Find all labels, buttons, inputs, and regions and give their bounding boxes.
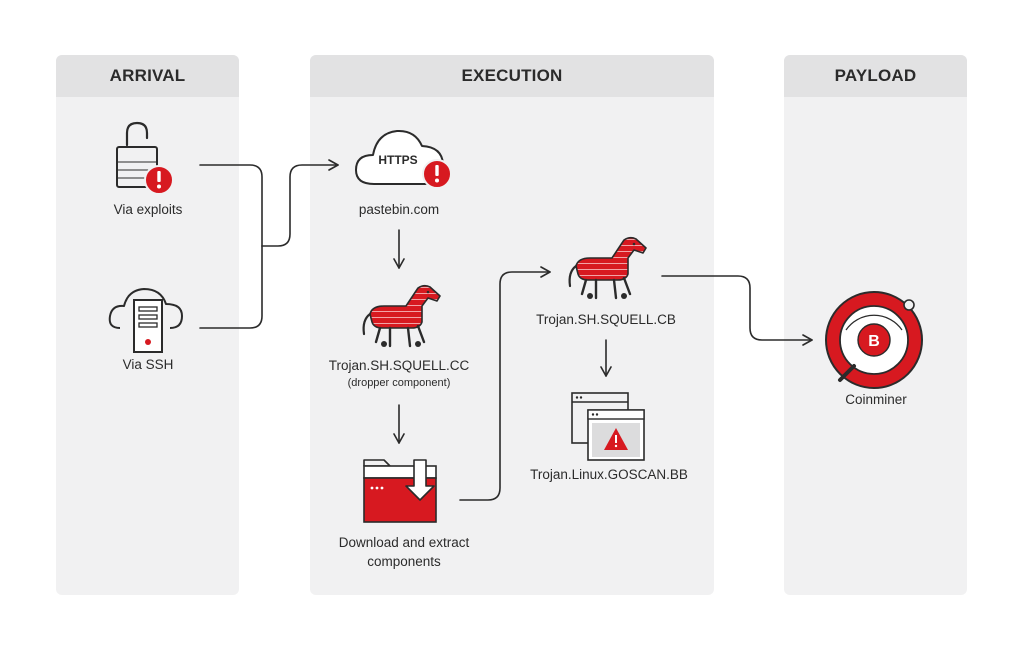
- bitcoin-symbol: B: [868, 333, 880, 350]
- connector-ssh-to-merge: [199, 245, 263, 329]
- https-badge-text: HTTPS: [378, 153, 417, 167]
- label-squell-cb: Trojan.SH.SQUELL.CB: [536, 312, 676, 327]
- stage-title-payload: PAYLOAD: [784, 55, 967, 97]
- arrow-download-to-cb: [459, 266, 551, 501]
- label-download-line1: Download and extract: [338, 535, 470, 550]
- coinminer-icon: B: [825, 291, 923, 389]
- label-squell-cc: Trojan.SH.SQUELL.CC: [328, 358, 470, 373]
- label-via-ssh: Via SSH: [122, 357, 174, 372]
- alert-badge-icon: [422, 159, 452, 189]
- trojan-horse-icon: [362, 284, 441, 348]
- arrow-to-pastebin: [261, 159, 339, 247]
- cloud-server-icon: [108, 288, 183, 353]
- label-pastebin: pastebin.com: [358, 202, 440, 217]
- download-folder-icon: [363, 459, 437, 523]
- stage-title-arrival: ARRIVAL: [56, 55, 239, 97]
- arrow-cb-to-coinminer: [661, 275, 813, 346]
- https-cloud-icon: HTTPS: [355, 129, 444, 185]
- connector-exploits-to-merge: [199, 164, 263, 247]
- label-goscan: Trojan.Linux.GOSCAN.BB: [530, 467, 688, 482]
- label-squell-cc-sub: (dropper component): [347, 377, 451, 389]
- alert-badge-icon: [144, 165, 174, 195]
- stage-panel-arrival: ARRIVAL: [56, 55, 239, 595]
- warning-windows-icon: [571, 392, 645, 461]
- label-coinminer: Coinminer: [845, 392, 907, 407]
- label-via-exploits: Via exploits: [113, 202, 183, 217]
- label-download-line2: components: [367, 554, 441, 569]
- stage-title-execution: EXECUTION: [310, 55, 714, 97]
- trojan-horse-icon: [568, 236, 647, 300]
